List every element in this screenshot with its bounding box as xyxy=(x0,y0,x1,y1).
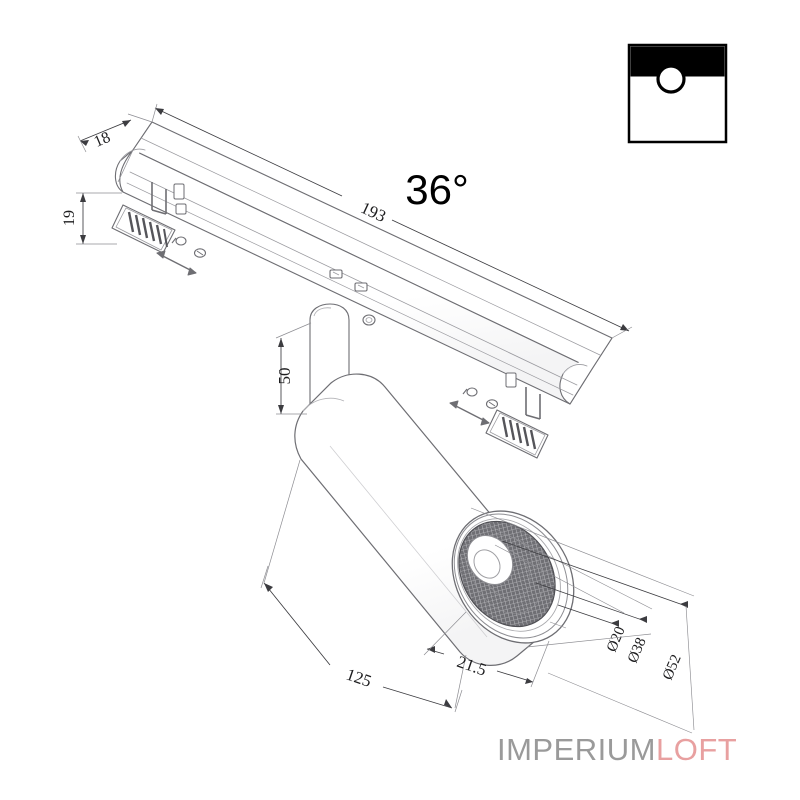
dimension-stem-height xyxy=(275,322,312,415)
watermark-loft: LOFT xyxy=(656,732,738,767)
track-connector-left xyxy=(111,182,207,276)
track-connector-right xyxy=(449,372,549,459)
dimension-label-19: 19 xyxy=(61,210,78,226)
dimension-label-d52: Ø52 xyxy=(660,652,685,682)
watermark-imperium: IMPERIUM xyxy=(497,732,656,767)
product-silhouette-icon xyxy=(627,43,728,144)
dimension-diameter-20 xyxy=(494,544,625,629)
polarity-glyphs xyxy=(171,236,207,258)
dimension-label-18: 18 xyxy=(92,129,113,151)
track-rail xyxy=(114,121,613,405)
dimension-diameter-52 xyxy=(470,507,695,734)
dimension-track-length xyxy=(151,103,633,339)
dimension-body-length xyxy=(260,459,467,713)
dimension-lens-recess xyxy=(423,611,550,688)
dimension-label-d38: Ø38 xyxy=(625,635,650,665)
watermark-logo: IMPERIUMLOFT xyxy=(497,732,737,768)
dimension-label-125: 125 xyxy=(344,665,374,691)
dimension-end-height xyxy=(76,192,122,245)
dimension-label-50: 50 xyxy=(275,368,294,385)
dimension-end-width xyxy=(77,113,153,183)
dimension-label-d20: Ø20 xyxy=(604,624,629,654)
dimension-diameter-38 xyxy=(483,522,653,648)
spotlight-lens-head xyxy=(451,510,575,644)
beam-angle-label: 36° xyxy=(405,166,469,213)
track-mid-details xyxy=(329,269,376,326)
